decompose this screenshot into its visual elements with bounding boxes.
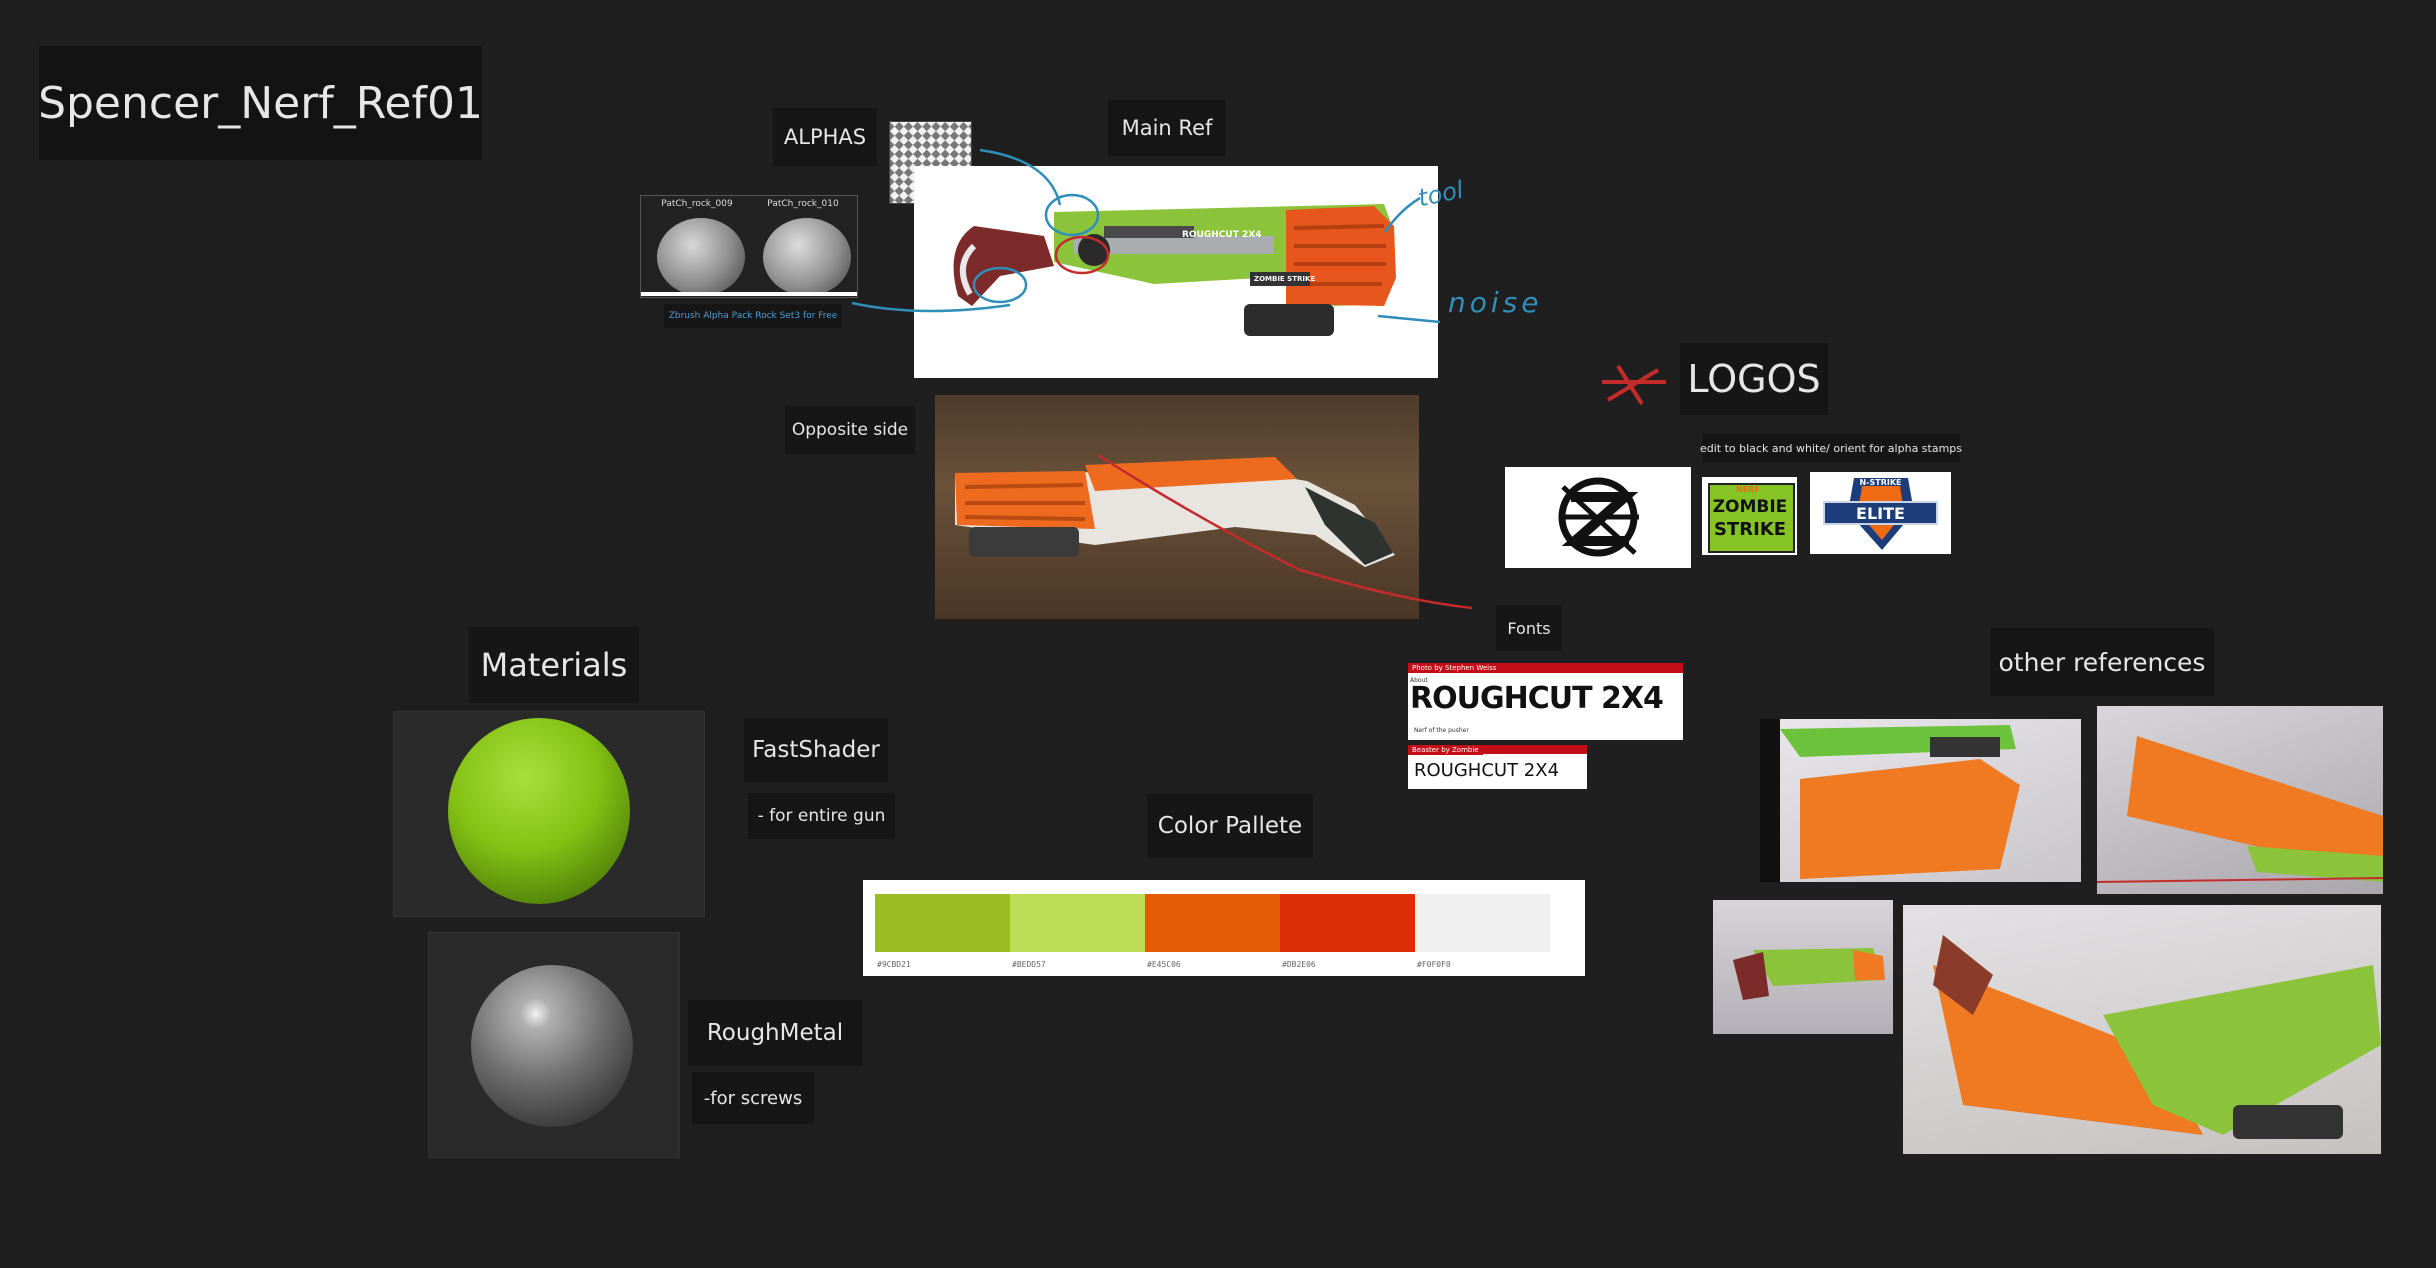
logo-text: ZOMBIE xyxy=(1712,497,1788,517)
metal-sphere-icon xyxy=(471,965,633,1127)
palette-swatch[interactable] xyxy=(1145,894,1280,952)
fonts-label: Fonts xyxy=(1496,605,1562,651)
alpha-item-name: PatCh_rock_009 xyxy=(661,199,733,209)
fastshader-preview[interactable] xyxy=(393,711,705,917)
nstrike-elite-logo-image[interactable]: N-STRIKE ELITE xyxy=(1810,472,1951,554)
palette-code: #BEDD57 xyxy=(1012,960,1046,969)
font-card-large[interactable]: Photo by Stephen Weiss About ROUGHCUT 2X… xyxy=(1408,663,1683,740)
font-card-subtext: Nerf of the pusher xyxy=(1414,727,1469,734)
green-sphere-icon xyxy=(448,718,630,904)
palette-code: #E45C06 xyxy=(1147,960,1181,969)
logo-text: STRIKE xyxy=(1713,519,1787,540)
alpha-item-name: PatCh_rock_010 xyxy=(767,199,839,209)
color-palette-card[interactable]: #9CBD21 #BEDD57 #E45C06 #DB2E06 #F0F0F0 xyxy=(863,880,1585,976)
logos-label: LOGOS xyxy=(1680,343,1828,415)
rock-sphere-icon xyxy=(657,218,745,296)
logos-strike-mark xyxy=(1598,362,1670,414)
alpha-pack-card[interactable]: PatCh_rock_009 PatCh_rock_010 xyxy=(640,195,858,298)
main-ref-image[interactable]: ROUGHCUT 2X4 ZOMBIE STRIKE xyxy=(914,166,1438,378)
zombie-z-logo-icon xyxy=(1558,477,1639,557)
roughmetal-note: -for screws xyxy=(692,1072,814,1124)
opposite-side-label: Opposite side xyxy=(785,406,915,454)
palette-code: #DB2E06 xyxy=(1282,960,1316,969)
gun-text: ROUGHCUT 2X4 xyxy=(1182,230,1262,240)
rock-sphere-icon xyxy=(763,218,851,296)
font-card-small-card[interactable]: Beaster by Zombie ROUGHCUT 2X4 xyxy=(1408,745,1587,789)
font-sample-roughcut: ROUGHCUT 2X4 xyxy=(1410,681,1664,716)
font-sample-roughcut-plain: ROUGHCUT 2X4 xyxy=(1414,760,1560,781)
color-pallete-label: Color Pallete xyxy=(1147,794,1313,858)
palette-code: #F0F0F0 xyxy=(1417,960,1451,969)
logo-text: ELITE xyxy=(1856,504,1905,523)
board-title: Spencer_Nerf_Ref01 xyxy=(38,46,483,160)
reference-photo-4[interactable] xyxy=(1903,905,2381,1154)
nerf-gun-photo-icon xyxy=(1733,948,1885,1000)
nstrike-shield-icon xyxy=(1823,478,1938,550)
nerf-gun-photo-icon xyxy=(1780,725,2020,879)
palette-swatch[interactable] xyxy=(1415,894,1550,952)
palette-swatch[interactable] xyxy=(875,894,1010,952)
zombie-strike-logo-image[interactable]: NERF ZOMBIE STRIKE xyxy=(1702,477,1797,555)
opposite-side-image[interactable] xyxy=(935,395,1419,619)
alpha-pack-caption[interactable]: Zbrush Alpha Pack Rock Set3 for Free xyxy=(664,304,842,328)
font-card-small: About xyxy=(1410,677,1428,684)
logo-text: NERF xyxy=(1736,485,1760,494)
other-references-label: other references xyxy=(1990,628,2214,696)
nerf-gun-photo-icon xyxy=(1933,935,2381,1139)
palette-swatch[interactable] xyxy=(1010,894,1145,952)
roughmetal-label: RoughMetal xyxy=(688,1000,862,1066)
roughmetal-preview[interactable] xyxy=(428,932,680,1158)
logo-text: N-STRIKE xyxy=(1859,478,1902,487)
font-card-tag: Photo by Stephen Weiss xyxy=(1408,663,1501,673)
fastshader-label: FastShader xyxy=(744,718,888,782)
palette-swatch[interactable] xyxy=(1280,894,1415,952)
font-card-tag: Beaster by Zombie xyxy=(1408,745,1483,755)
alphas-label: ALPHAS xyxy=(773,108,877,166)
logos-note: edit to black and white/ orient for alph… xyxy=(1700,434,1962,462)
nerf-gun-opposite-image xyxy=(955,457,1395,567)
reference-photo-2[interactable] xyxy=(2097,706,2383,894)
nerf-gun-side-image xyxy=(953,204,1396,336)
fastshader-note: - for entire gun xyxy=(748,793,895,839)
reference-photo-3[interactable] xyxy=(1713,900,1893,1034)
palette-code: #9CBD21 xyxy=(877,960,911,969)
nerf-gun-photo-icon xyxy=(2097,736,2383,883)
materials-label: Materials xyxy=(469,627,639,703)
reference-photo-1[interactable] xyxy=(1760,719,2081,882)
zombie-z-logo-image[interactable] xyxy=(1505,467,1691,568)
annotation-noise: noise xyxy=(1448,286,1543,319)
gun-side-text: ZOMBIE STRIKE xyxy=(1254,275,1316,283)
main-ref-label: Main Ref xyxy=(1108,100,1226,156)
